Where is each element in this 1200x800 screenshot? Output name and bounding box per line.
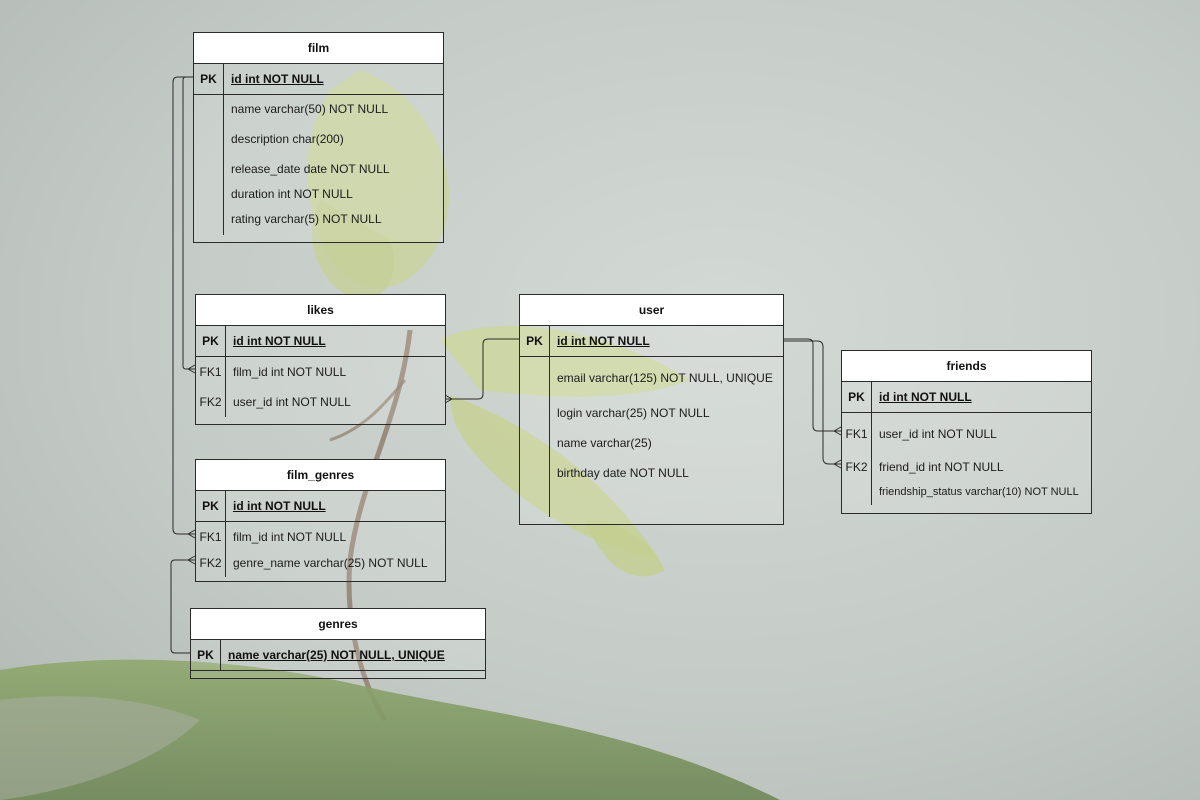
pk-field: id int NOT NULL — [557, 334, 650, 348]
table-title: friends — [842, 351, 1091, 382]
table-friends[interactable]: friends PK id int NOT NULL FK1 user_id i… — [841, 350, 1092, 514]
pk-label: PK — [194, 64, 224, 94]
fk1-field: film_id int NOT NULL — [233, 530, 347, 544]
table-title: film — [194, 33, 443, 64]
fk2-field: user_id int NOT NULL — [233, 395, 351, 409]
field: login varchar(25) NOT NULL — [557, 406, 710, 420]
table-title: film_genres — [196, 460, 445, 491]
pk-label: PK — [196, 491, 226, 521]
fk2-field: friend_id int NOT NULL — [879, 460, 1004, 474]
fk2-label: FK2 — [199, 556, 222, 570]
field: friendship_status varchar(10) NOT NULL — [879, 486, 1079, 498]
table-film[interactable]: film PK id int NOT NULL name varchar(50)… — [193, 32, 444, 243]
pk-label: PK — [842, 382, 872, 412]
fk2-field: genre_name varchar(25) NOT NULL — [233, 556, 428, 570]
pk-field: name varchar(25) NOT NULL, UNIQUE — [228, 648, 445, 662]
fk2-label: FK2 — [199, 395, 222, 409]
field: rating varchar(5) NOT NULL — [231, 212, 382, 226]
fk1-field: user_id int NOT NULL — [879, 427, 997, 441]
table-user[interactable]: user PK id int NOT NULL email varchar(12… — [519, 294, 784, 525]
pk-label: PK — [520, 326, 550, 356]
fk1-field: film_id int NOT NULL — [233, 365, 347, 379]
field: email varchar(125) NOT NULL, UNIQUE — [557, 371, 773, 385]
field: release_date date NOT NULL — [231, 162, 390, 176]
pk-field: id int NOT NULL — [233, 499, 326, 513]
field: name varchar(25) — [557, 436, 652, 450]
column-divider — [225, 522, 226, 577]
pk-row: PK id int NOT NULL — [194, 64, 443, 95]
field: birthday date NOT NULL — [557, 466, 689, 480]
field: name varchar(50) NOT NULL — [231, 102, 389, 116]
column-divider — [225, 357, 226, 417]
table-title: user — [520, 295, 783, 326]
table-likes[interactable]: likes PK id int NOT NULL FK1 film_id int… — [195, 294, 446, 425]
pk-row: PK id int NOT NULL — [196, 491, 445, 522]
table-genres[interactable]: genres PK name varchar(25) NOT NULL, UNI… — [190, 608, 486, 679]
fk1-label: FK1 — [845, 427, 868, 441]
pk-label: PK — [196, 326, 226, 356]
fk1-label: FK1 — [199, 530, 222, 544]
pk-field: id int NOT NULL — [231, 72, 324, 86]
pk-field: id int NOT NULL — [879, 390, 972, 404]
pk-row: PK name varchar(25) NOT NULL, UNIQUE — [191, 640, 485, 671]
pk-row: PK id int NOT NULL — [520, 326, 783, 357]
table-title: likes — [196, 295, 445, 326]
column-divider — [871, 413, 872, 505]
pk-row: PK id int NOT NULL — [196, 326, 445, 357]
pk-row: PK id int NOT NULL — [842, 382, 1091, 413]
pk-label: PK — [191, 640, 221, 670]
table-film-genres[interactable]: film_genres PK id int NOT NULL FK1 film_… — [195, 459, 446, 582]
fk2-label: FK2 — [845, 460, 868, 474]
column-divider — [549, 357, 550, 517]
field: duration int NOT NULL — [231, 187, 353, 201]
fk1-label: FK1 — [199, 365, 222, 379]
table-title: genres — [191, 609, 485, 640]
field: description char(200) — [231, 132, 344, 146]
column-divider — [223, 95, 224, 235]
pk-field: id int NOT NULL — [233, 334, 326, 348]
